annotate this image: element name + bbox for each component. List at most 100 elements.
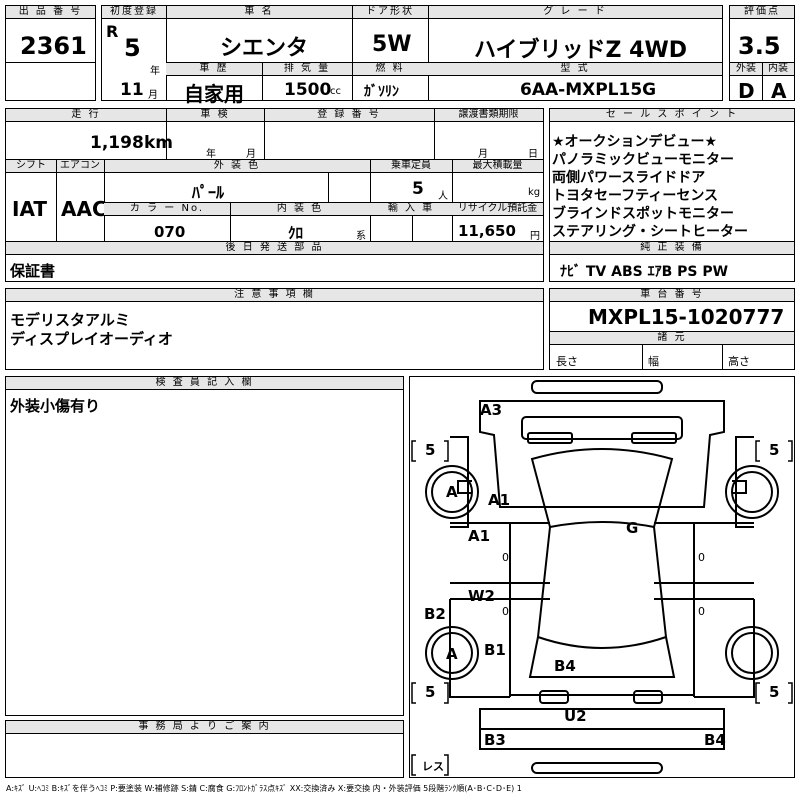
- office-box: 事 務 局 よ り ご 案 内: [5, 720, 404, 778]
- tire-tread-rear-left: 5: [425, 683, 436, 701]
- fuel-label: 燃 料: [352, 63, 428, 76]
- exterior-color-label: 外 装 色: [104, 160, 370, 173]
- sales-points-box: セ ー ル ス ポ イ ン ト ★オークションデビュー★ パノラミックビューモニ…: [549, 108, 795, 282]
- damage-mark: G: [626, 519, 639, 537]
- damage-mark: B3: [484, 731, 506, 749]
- era: R: [106, 22, 119, 41]
- damage-mark: B1: [484, 641, 506, 659]
- first-registration-label: 初度登録: [102, 6, 166, 19]
- header-grid: 初度登録 車 名 ドア形状 グ レ ー ド R 5 年 シエンタ 5W ハイブリ…: [101, 5, 723, 106]
- color-number-label: カ ラ ー No.: [104, 203, 230, 216]
- displacement: 1500: [284, 80, 332, 100]
- sales-point: トヨタセーフティーセンス: [552, 188, 719, 204]
- model: 6AA-MXPL15G: [520, 80, 657, 100]
- damage-legend: A:ｷｽﾞ U:ﾍｺﾐ B:ｷｽﾞを伴うﾍｺﾐ P:要塗装 W:補修跡 S:錆 …: [6, 784, 522, 793]
- note-line: ディスプレイオーディオ: [10, 330, 173, 348]
- inspector-box: 検 査 員 記 入 欄 外装小傷有り: [5, 376, 404, 716]
- capacity-label: 乗車定員: [370, 160, 452, 173]
- office-label: 事 務 局 よ り ご 案 内: [6, 721, 403, 734]
- inspector-label: 検 査 員 記 入 欄: [6, 377, 403, 390]
- rating: 3.5: [738, 32, 781, 60]
- damage-mark: W2: [468, 587, 495, 605]
- exterior-grade-label: 外装: [730, 63, 762, 76]
- damage-mark: B2: [424, 605, 446, 623]
- recycle-fee: 11,650: [458, 222, 516, 240]
- chassis-box: 車 台 番 号 MXPL15-1020777 諸 元 長さ 幅 高さ: [549, 288, 795, 370]
- year-unit: 年: [150, 66, 160, 77]
- inspection-year-unit: 年: [206, 149, 216, 160]
- shift-label: シフト: [6, 160, 56, 173]
- interior-color-label: 内 装 色: [230, 203, 370, 216]
- capacity-unit: 人: [438, 191, 448, 202]
- equipment: ﾅﾋﾞ TV ABS ｴｱB PS PW: [560, 264, 729, 280]
- damage-mark: U2: [564, 707, 587, 725]
- damage-mark: B4: [554, 657, 576, 675]
- mileage-unit: km: [144, 133, 174, 153]
- notes-label: 注 意 事 項 欄: [6, 289, 543, 302]
- notes-box: 注 意 事 項 欄 モデリスタアルミ ディスプレイオーディオ: [5, 288, 544, 370]
- max-load-unit: kg: [528, 187, 541, 198]
- sales-point: ★オークションデビュー★: [552, 134, 718, 150]
- spec-label: 諸 元: [550, 332, 794, 345]
- lot-number-box: 出 品 番 号 2361: [5, 5, 96, 101]
- first-registration-month: 11: [120, 80, 144, 100]
- damage-mark: A: [446, 483, 458, 501]
- sales-point: 両側パワースライドドア: [552, 170, 706, 186]
- model-label: 型 式: [428, 63, 722, 76]
- damage-mark: B4: [704, 731, 726, 749]
- inspection-month-unit: 月: [246, 149, 256, 160]
- length-label: 長さ: [556, 355, 578, 368]
- exterior-color: ﾊﾟｰﾙ: [192, 183, 225, 202]
- note-line: モデリスタアルミ: [10, 311, 130, 329]
- month-unit: 月: [148, 90, 158, 101]
- sales-point: パノラミックビューモニター: [552, 152, 734, 168]
- height-label: 高さ: [728, 355, 750, 368]
- chassis-number-label: 車 台 番 号: [550, 289, 794, 302]
- ac-label: エアコン: [56, 160, 104, 173]
- transfer-deadline-label: 譲渡書類期限: [434, 109, 543, 122]
- tire-tread-rear-right: 5: [769, 683, 780, 701]
- rating-label: 評価点: [730, 6, 794, 19]
- less-label: レス: [422, 760, 444, 773]
- later-parts: 保証書: [10, 262, 56, 280]
- damage-mark: 0: [502, 605, 509, 618]
- registration-number-label: 登 録 番 号: [264, 109, 434, 122]
- car-name-label: 車 名: [166, 6, 352, 19]
- recycle-fee-label: リサイクル預託金: [452, 203, 543, 216]
- first-registration-year: 5: [124, 34, 141, 62]
- exterior-grade: D: [738, 79, 755, 103]
- damage-mark: 0: [698, 551, 705, 564]
- damage-diagram: 5 5 5 5 A3 A A1 A1 G 0 0 W2 0 0 B2 A B1 …: [409, 376, 795, 778]
- car-name: シエンタ: [220, 36, 309, 61]
- mileage-label: 走 行: [6, 109, 166, 122]
- interior-grade: A: [771, 79, 787, 103]
- capacity: 5: [412, 179, 424, 199]
- import-label: 輸 入 車: [370, 203, 452, 216]
- displacement-label: 排 気 量: [262, 63, 352, 76]
- sales-point: ブラインドスポットモニター: [552, 206, 734, 222]
- transfer-day-unit: 日: [528, 149, 538, 160]
- chassis-number: MXPL15-1020777: [588, 305, 785, 329]
- damage-mark: A: [446, 645, 458, 663]
- width-label: 幅: [648, 355, 659, 368]
- door-label: ドア形状: [352, 6, 428, 19]
- displacement-unit: cc: [330, 86, 341, 97]
- air-conditioner: AAC: [61, 197, 107, 221]
- interior-color: ｸﾛ: [288, 224, 304, 242]
- shift: IAT: [12, 197, 48, 221]
- color-number: 070: [154, 223, 186, 241]
- equipment-label: 純 正 装 備: [550, 242, 794, 255]
- sales-point: ステアリング・シートヒーター: [552, 224, 748, 240]
- grade-label: グ レ ー ド: [428, 6, 722, 19]
- grade: ハイブリッドZ 4WD: [474, 38, 688, 63]
- inspector-text: 外装小傷有り: [10, 397, 101, 415]
- interior-color-unit: 系: [356, 231, 366, 242]
- damage-mark: A3: [480, 401, 503, 419]
- damage-mark: 0: [502, 551, 509, 564]
- lot-number-label: 出 品 番 号: [6, 6, 95, 19]
- fuel: ｶﾞｿﾘﾝ: [364, 84, 399, 100]
- mileage: 1,198: [90, 133, 144, 153]
- inspection-label: 車 検: [166, 109, 264, 122]
- damage-mark: A1: [488, 491, 511, 509]
- later-parts-label: 後 日 発 送 部 品: [6, 242, 543, 255]
